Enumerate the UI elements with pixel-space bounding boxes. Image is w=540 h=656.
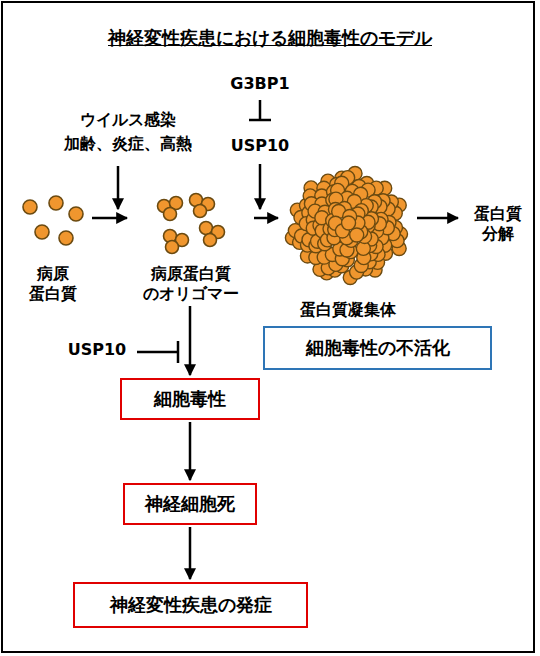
protein-particle — [342, 216, 356, 230]
flow-arrow — [189, 527, 192, 579]
process-box: 神経細胞死 — [123, 483, 257, 525]
inhibition-line — [259, 100, 262, 119]
protein-monomers — [23, 196, 83, 245]
flow-arrow — [92, 217, 127, 220]
protein-stage: 病原 蛋白質 — [16, 192, 90, 304]
protein-aggregate — [285, 167, 407, 285]
node-text: 神経変性疾患の発症 — [110, 594, 272, 617]
node-text: 細胞毒性の不活化 — [306, 337, 450, 360]
promotion-arrow — [259, 164, 262, 209]
node-text: 蛋白質 分解 — [473, 204, 523, 244]
protein-stage: 蛋白質凝集体 — [281, 160, 415, 320]
flow-arrow — [254, 217, 278, 220]
outcome-label: 蛋白質 分解 — [461, 196, 535, 244]
protein-name: USP10 — [68, 338, 127, 362]
protein-stage: 病原蛋白質 のオリゴマー — [130, 188, 252, 304]
condition-note: ウイルス感染 加齢、炎症、高熱 — [62, 108, 194, 156]
diagram-title: 神経変性疾患における細胞毒性のモデル — [0, 26, 540, 50]
node-text: 蛋白質凝集体 — [293, 300, 403, 320]
frame — [2, 2, 534, 652]
protein-particle — [350, 228, 364, 242]
protein-oligomers — [158, 194, 225, 254]
process-box: 細胞毒性 — [120, 378, 260, 420]
flow-arrow — [417, 217, 458, 220]
outcome-box: 細胞毒性の不活化 — [263, 326, 492, 370]
protein-name: G3BP1 — [230, 72, 289, 96]
inhibition-line — [137, 351, 177, 354]
node-text: 神経細胞死 — [145, 493, 235, 516]
process-box: 神経変性疾患の発症 — [73, 582, 308, 628]
inhibition-bar — [249, 119, 271, 122]
node-text: 細胞毒性 — [154, 388, 226, 411]
flow-arrow — [189, 422, 192, 480]
flow-arrow — [189, 306, 192, 375]
node-text: 病原 蛋白質 — [28, 264, 78, 304]
protein-name: USP10 — [231, 134, 290, 158]
inhibition-bar — [177, 341, 180, 363]
node-text: 病原蛋白質 のオリゴマー — [142, 264, 240, 304]
trigger-arrow — [117, 166, 120, 209]
